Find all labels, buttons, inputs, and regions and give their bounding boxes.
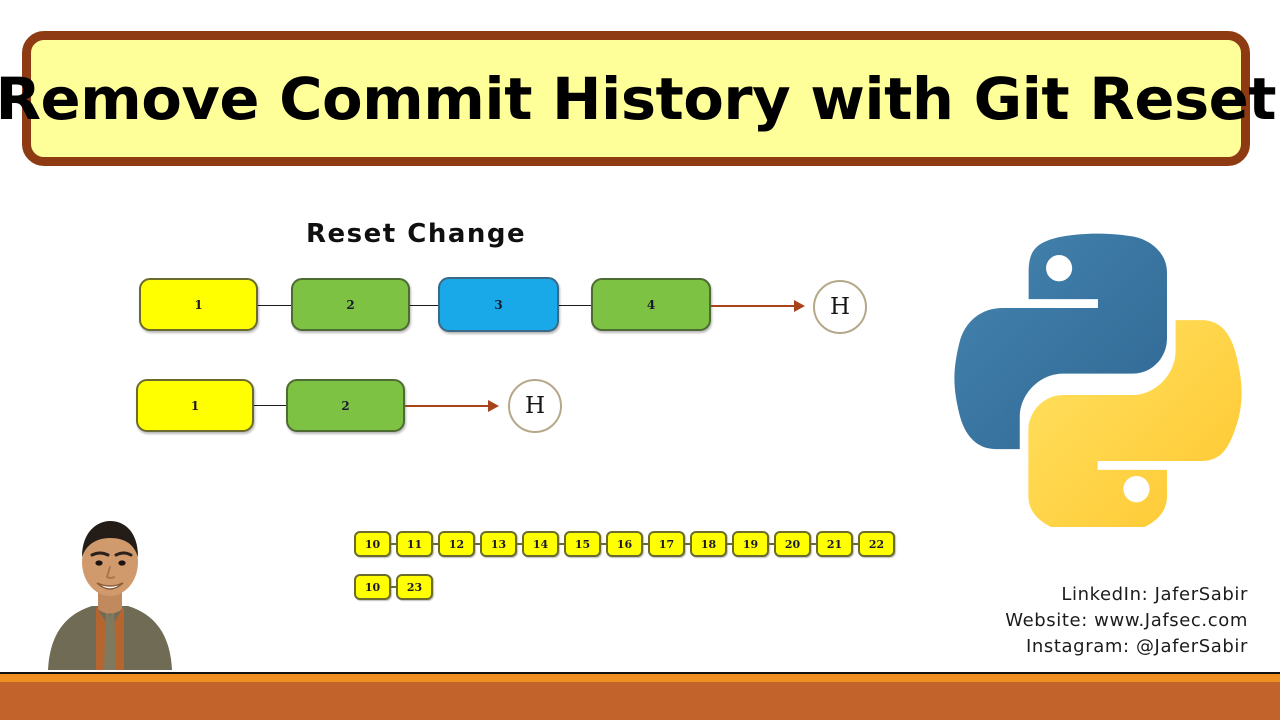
mini-commit-15[interactable]: 15 (564, 531, 601, 557)
mini-commit-connector (432, 543, 438, 545)
mini-commit-connector (810, 543, 816, 545)
mini-commit-connector (474, 543, 480, 545)
mini-commit-label: 17 (658, 537, 675, 551)
footer-stripe (0, 674, 1280, 682)
commit-label: 4 (646, 297, 656, 312)
mini-commit-20[interactable]: 20 (774, 531, 811, 557)
mini-commit-connector (768, 543, 774, 545)
title-banner: Remove Commit History with Git Reset (0, 31, 1277, 166)
mini-commit-label: 14 (532, 537, 549, 551)
mini-commit-label: 15 (574, 537, 591, 551)
mini-commit-12[interactable]: 12 (438, 531, 475, 557)
commit-box-1[interactable]: 1 (139, 278, 258, 331)
mini-commit-16[interactable]: 16 (606, 531, 643, 557)
commit-box-2[interactable]: 2 (291, 278, 410, 331)
connector-1-2 (256, 305, 294, 306)
mini-commit-18[interactable]: 18 (690, 531, 727, 557)
head-arrow-line (711, 305, 796, 307)
connector-3-4 (557, 305, 592, 306)
diagram-heading: Reset Change (306, 219, 527, 249)
head-pointer-before[interactable]: H (813, 280, 867, 334)
mini-commit-21[interactable]: 21 (816, 531, 853, 557)
mini-commit-connector (600, 543, 606, 545)
mini-commit-10[interactable]: 10 (354, 531, 391, 557)
python-logo-upper-coil (954, 233, 1167, 450)
mini-commit-22[interactable]: 22 (858, 531, 895, 557)
head-pointer-after[interactable]: H (508, 379, 562, 433)
presenter-photo (26, 505, 194, 670)
commit-box-1-after[interactable]: 1 (136, 379, 254, 432)
mini-commit-connector (852, 543, 858, 545)
page-title: Remove Commit History with Git Reset (0, 64, 1277, 133)
commit-label: 2 (341, 398, 350, 413)
mini-commit-reset-23[interactable]: 23 (396, 574, 433, 600)
mini-commit-connector (390, 543, 396, 545)
mini-commit-label: 23 (406, 580, 423, 594)
mini-commit-label: 11 (406, 537, 423, 551)
mini-commit-label: 13 (490, 537, 507, 551)
mini-commit-17[interactable]: 17 (648, 531, 685, 557)
mini-commit-connector (726, 543, 732, 545)
head-arrow-icon (794, 300, 805, 312)
footer-rule (0, 672, 1280, 674)
commit-box-3[interactable]: 3 (438, 277, 559, 332)
mini-commit-connector (642, 543, 648, 545)
connector-2-3 (405, 305, 440, 306)
contact-info: LinkedIn: JaferSabir Website: www.Jafsec… (1005, 582, 1248, 660)
head-arrow-line-after (405, 405, 490, 407)
head-arrow-icon-after (488, 400, 499, 412)
mini-commit-connector (684, 543, 690, 545)
mini-commit-label: 18 (700, 537, 717, 551)
mini-commit-label: 16 (616, 537, 633, 551)
contact-linkedin[interactable]: LinkedIn: JaferSabir (1061, 584, 1248, 605)
mini-commit-connector (516, 543, 522, 545)
mini-commit-reset-connector (390, 586, 396, 588)
mini-commit-label: 20 (784, 537, 801, 551)
mini-commit-11[interactable]: 11 (396, 531, 433, 557)
commit-label: 2 (346, 297, 355, 312)
mini-commit-label: 12 (448, 537, 465, 551)
mini-commit-13[interactable]: 13 (480, 531, 517, 557)
contact-website[interactable]: Website: www.Jafsec.com (1005, 610, 1248, 631)
head-label: H (524, 393, 546, 419)
head-label: H (829, 294, 851, 320)
mini-commit-label: 10 (364, 537, 381, 551)
mini-commit-label: 10 (364, 580, 381, 594)
footer-band (0, 682, 1280, 720)
contact-instagram[interactable]: Instagram: @JaferSabir (1026, 636, 1248, 657)
commit-label: 1 (190, 398, 200, 413)
mini-commit-label: 19 (742, 537, 759, 551)
mini-commit-14[interactable]: 14 (522, 531, 559, 557)
mini-commit-connector (558, 543, 564, 545)
python-logo-lower-coil (1028, 319, 1242, 537)
commit-box-2-after[interactable]: 2 (286, 379, 405, 432)
mini-commit-19[interactable]: 19 (732, 531, 769, 557)
commit-label: 1 (194, 297, 203, 312)
python-logo (946, 222, 1251, 537)
connector-1-2-after (253, 405, 288, 406)
commit-label: 3 (494, 297, 503, 312)
mini-commit-label: 22 (868, 537, 885, 551)
mini-commit-reset-10[interactable]: 10 (354, 574, 391, 600)
mini-commit-label: 21 (826, 537, 843, 551)
commit-box-4[interactable]: 4 (591, 278, 711, 331)
